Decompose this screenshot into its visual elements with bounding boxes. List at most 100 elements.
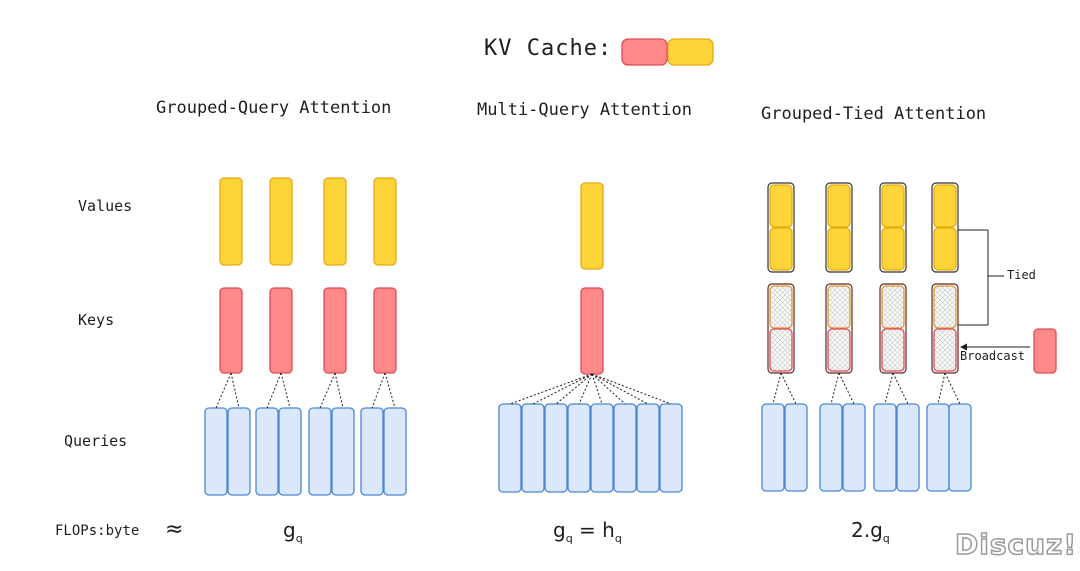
- gta-query-head: [873, 403, 897, 492]
- gta-tied-key-half: [933, 285, 957, 329]
- gqa-attention-link: [230, 372, 240, 409]
- gta-tied-key-half: [827, 285, 851, 329]
- kv-cache-value-block: [667, 38, 714, 66]
- gqa-attention-link: [371, 372, 386, 409]
- gta-attention-link: [892, 372, 909, 405]
- mqa-attention-link: [532, 373, 593, 405]
- mqa-query-head: [636, 403, 660, 493]
- mqa-title: Multi-Query Attention: [477, 100, 692, 120]
- gta-value-half: [827, 227, 851, 271]
- gta-attention-link: [772, 372, 782, 405]
- gqa-query-head: [308, 407, 332, 496]
- mqa-value-head: [580, 182, 604, 270]
- kv-cache-key-block: [621, 38, 668, 66]
- gta-query-head: [896, 403, 920, 492]
- gqa-query-head: [331, 407, 355, 496]
- broadcast-key-block: [1033, 328, 1057, 374]
- gta-attention-link: [937, 372, 946, 405]
- gqa-attention-link: [280, 372, 291, 409]
- gta-value-half: [933, 227, 957, 271]
- gqa-attention-link: [319, 372, 336, 409]
- gta-value-half: [881, 227, 905, 271]
- gta-formula-lhs: 2.g: [851, 518, 883, 542]
- gta-value-half: [769, 227, 793, 271]
- mqa-formula-rhs: = h: [579, 518, 615, 542]
- gqa-query-head: [383, 407, 407, 496]
- gta-broadcast-key-half: [827, 328, 851, 372]
- gta-broadcast-key-half: [769, 328, 793, 372]
- gta-value-half: [769, 184, 793, 228]
- gqa-value-head: [269, 177, 293, 266]
- broadcast-arrow-head: [960, 343, 967, 351]
- mqa-query-head: [590, 403, 614, 493]
- gta-broadcast-key-half: [933, 328, 957, 372]
- gta-attention-link: [780, 372, 797, 405]
- mqa-attention-link: [591, 373, 649, 405]
- gta-value-half: [933, 184, 957, 228]
- gqa-query-head: [360, 407, 384, 496]
- gta-value-container: [767, 182, 795, 273]
- kv-cache-legend-title: KV Cache:: [484, 36, 613, 61]
- gta-attention-link: [830, 372, 840, 405]
- gta-title: Grouped-Tied Attention: [761, 104, 987, 124]
- gta-tied-key-half: [769, 285, 793, 329]
- gta-query-head: [819, 403, 843, 492]
- flops-byte-label: FLOPs:byte: [55, 523, 140, 539]
- gta-query-head: [761, 403, 785, 492]
- gta-value-half: [881, 184, 905, 228]
- broadcast-label: Broadcast: [960, 349, 1026, 363]
- mqa-query-head: [498, 403, 522, 493]
- mqa-formula-rhs-sub: q: [614, 532, 622, 545]
- mqa-formula: gq = hq: [553, 518, 622, 545]
- gta-tied-key-half: [881, 285, 905, 329]
- mqa-attention-link: [591, 373, 626, 405]
- gqa-attention-link: [266, 372, 282, 409]
- gta-broadcast-key-half: [881, 328, 905, 372]
- gqa-key-head: [323, 287, 347, 374]
- gqa-key-head: [269, 287, 293, 374]
- gta-value-half: [827, 184, 851, 228]
- gqa-query-head: [227, 407, 251, 496]
- gqa-query-head: [204, 407, 228, 496]
- gta-value-container: [931, 182, 959, 273]
- gqa-value-head: [373, 177, 397, 266]
- gqa-attention-link: [334, 372, 344, 409]
- gqa-key-head: [219, 287, 243, 374]
- mqa-key-head: [580, 287, 604, 375]
- mqa-query-head: [659, 403, 683, 493]
- gta-value-container: [879, 182, 907, 273]
- gqa-formula-lhs-sub: q: [295, 532, 303, 545]
- gta-attention-link: [944, 372, 961, 405]
- mqa-attention-link: [555, 373, 593, 405]
- mqa-attention-link: [591, 373, 603, 405]
- gqa-formula: gq: [283, 518, 303, 545]
- gta-query-head: [926, 403, 950, 492]
- gqa-key-head: [373, 287, 397, 374]
- gqa-title: Grouped-Query Attention: [156, 98, 392, 118]
- mqa-attention-link: [591, 373, 672, 405]
- gta-attention-link: [884, 372, 894, 405]
- gqa-value-head: [323, 177, 347, 266]
- gqa-attention-link: [215, 372, 232, 409]
- gta-formula: 2.gq: [851, 518, 890, 545]
- gta-query-head: [842, 403, 866, 492]
- discuz-watermark: Discuz!: [954, 527, 1078, 562]
- row-label-values: Values: [78, 197, 133, 215]
- gqa-query-head: [255, 407, 279, 496]
- mqa-query-head: [544, 403, 568, 493]
- gqa-value-head: [219, 177, 243, 266]
- gta-query-head: [784, 403, 808, 492]
- gta-formula-lhs-sub: q: [882, 532, 890, 545]
- gqa-formula-lhs: g: [283, 518, 296, 542]
- mqa-query-head: [567, 403, 591, 493]
- tied-label: Tied: [1007, 268, 1036, 282]
- row-label-queries: Queries: [64, 432, 128, 450]
- mqa-formula-lhs: g: [553, 518, 566, 542]
- approx-symbol: ≈: [165, 517, 184, 542]
- gta-attention-link: [838, 372, 855, 405]
- mqa-query-head: [613, 403, 637, 493]
- gqa-query-head: [278, 407, 302, 496]
- gta-value-container: [825, 182, 853, 273]
- gta-query-head: [948, 403, 972, 492]
